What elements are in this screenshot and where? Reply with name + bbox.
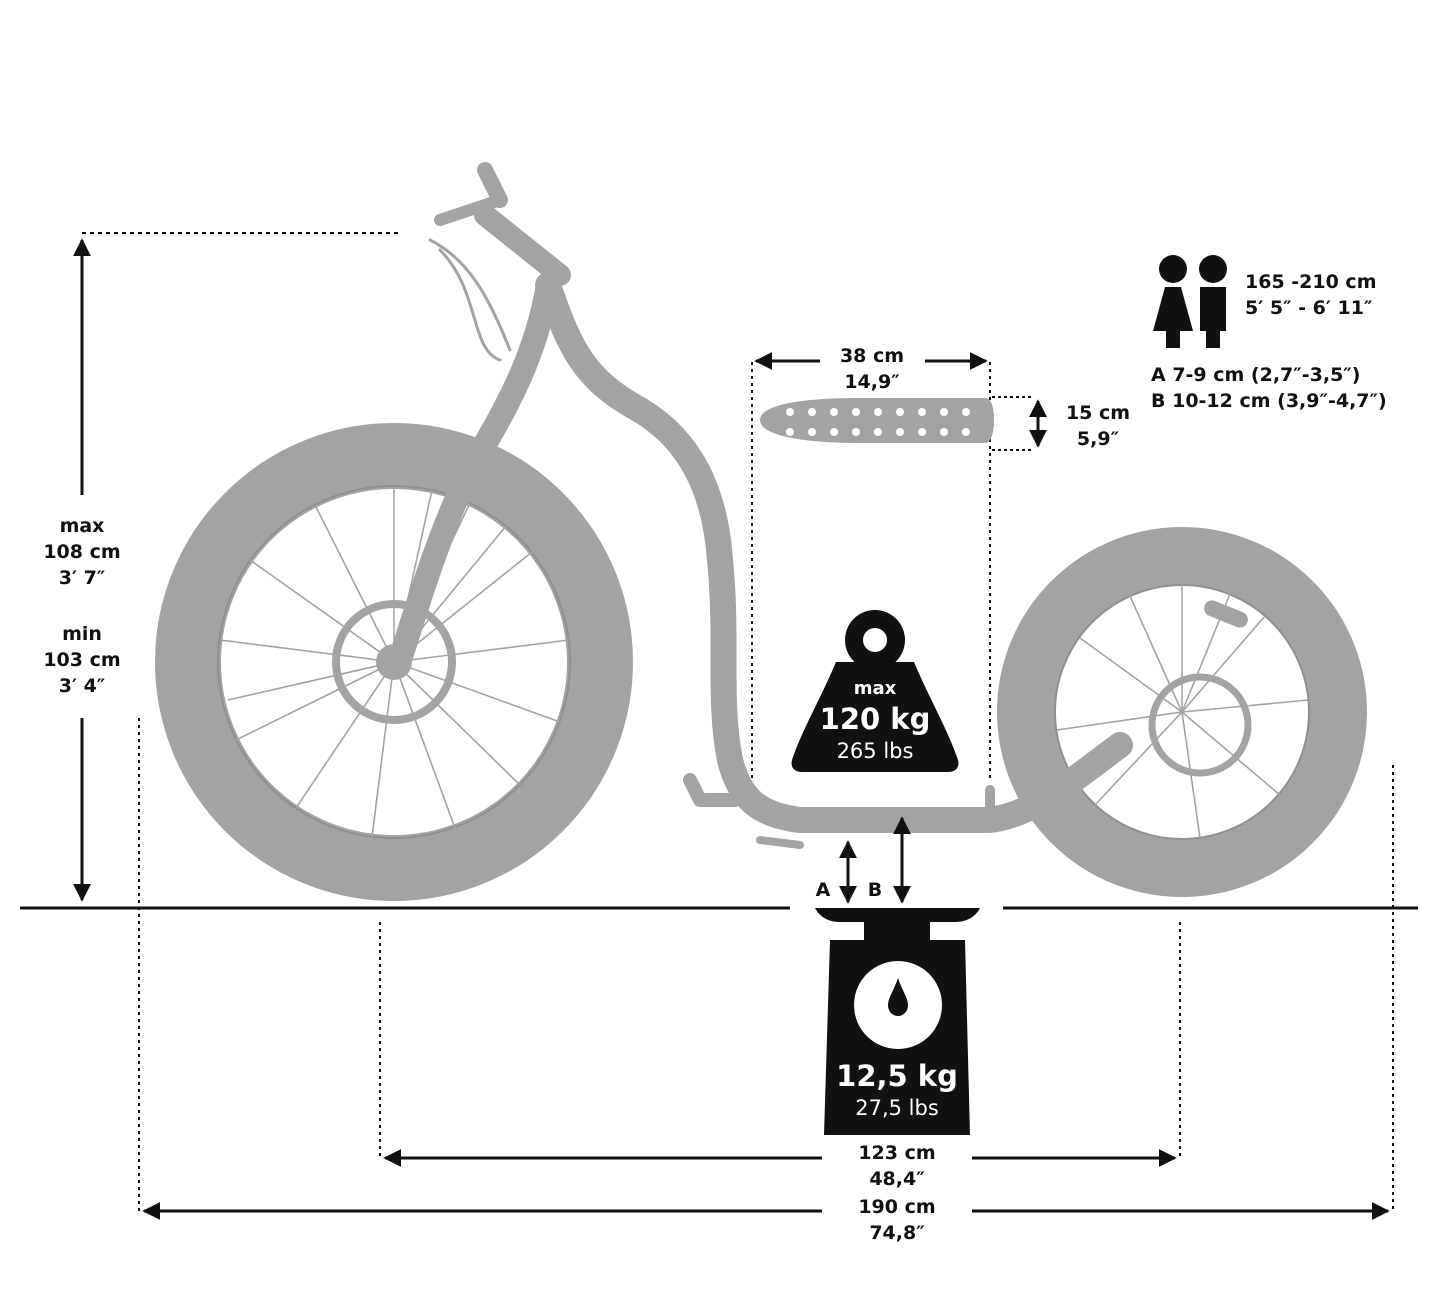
max-load-label: max	[854, 678, 897, 699]
rider-height-ft: 5′ 5″ - 6′ 11″	[1245, 297, 1373, 319]
deck-dimension: 38 cm 14,9″ 15 cm 5,9″	[751, 345, 1130, 780]
height-min-ft: 3′ 4″	[59, 675, 106, 697]
rider-height-cm: 165 -210 cm	[1245, 271, 1377, 293]
front-disc-brake	[332, 600, 456, 724]
height-max-label: max	[60, 515, 105, 537]
height-dimension: max 108 cm 3′ 7″ min 103 cm 3′ 4″	[43, 232, 400, 902]
deck-icon	[760, 398, 994, 443]
max-load-weight: max 120 kg 265 lbs	[791, 610, 959, 772]
height-max-cm: 108 cm	[43, 541, 120, 563]
ground-clearance: A B	[816, 816, 911, 904]
scale-icon	[815, 908, 980, 1135]
deck-width-cm: 15 cm	[1066, 402, 1130, 424]
total-length-dimension: 190 cm 74,8″	[138, 718, 1394, 1244]
height-min-cm: 103 cm	[43, 649, 120, 671]
clearance-a-text: A 7-9 cm (2,7″-3,5″)	[1151, 364, 1360, 386]
max-load-lbs: 265 lbs	[837, 739, 914, 763]
rider-height-block: 165 -210 cm 5′ 5″ - 6′ 11″ A 7-9 cm (2,7…	[1151, 255, 1387, 412]
rear-wheel	[997, 527, 1367, 897]
wheelbase-in: 48,4″	[869, 1168, 925, 1190]
height-max-ft: 3′ 7″	[59, 567, 106, 589]
clearance-b-text: B 10-12 cm (3,9″-4,7″)	[1151, 390, 1387, 412]
bike-weight-lbs: 27,5 lbs	[855, 1096, 939, 1120]
max-load-kg: 120 kg	[820, 702, 931, 736]
weight-icon	[791, 610, 959, 772]
wheelbase-dimension: 123 cm 48,4″	[379, 922, 1181, 1190]
front-spokes	[219, 486, 570, 838]
clearance-a-label: A	[816, 879, 831, 901]
deck-length-cm: 38 cm	[840, 345, 904, 367]
wheelbase-cm: 123 cm	[858, 1142, 935, 1164]
bike-weight-scale: 12,5 kg 27,5 lbs	[815, 908, 980, 1135]
deck-length-in: 14,9″	[844, 371, 900, 393]
clearance-b-label: B	[868, 879, 882, 901]
rear-spokes	[1056, 585, 1309, 839]
scooter-frame	[388, 162, 1133, 849]
total-length-in: 74,8″	[869, 1222, 925, 1244]
total-length-cm: 190 cm	[858, 1196, 935, 1218]
bike-weight-kg: 12,5 kg	[836, 1059, 958, 1093]
height-min-label: min	[62, 623, 102, 645]
front-wheel	[155, 423, 633, 901]
deck-width-in: 5,9″	[1077, 428, 1120, 450]
kick-scooter-silhouette	[155, 162, 1367, 901]
rider-height-icon	[1153, 255, 1227, 348]
